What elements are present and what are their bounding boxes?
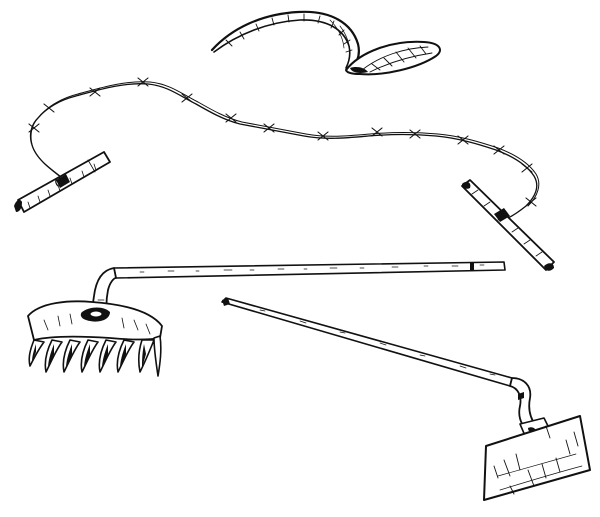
hoe-icon bbox=[221, 297, 591, 501]
sickle-icon bbox=[210, 10, 441, 76]
right-stake bbox=[461, 179, 555, 271]
barbed-wire-icon bbox=[14, 77, 555, 271]
rake-icon bbox=[27, 261, 506, 377]
left-stake bbox=[14, 151, 111, 213]
